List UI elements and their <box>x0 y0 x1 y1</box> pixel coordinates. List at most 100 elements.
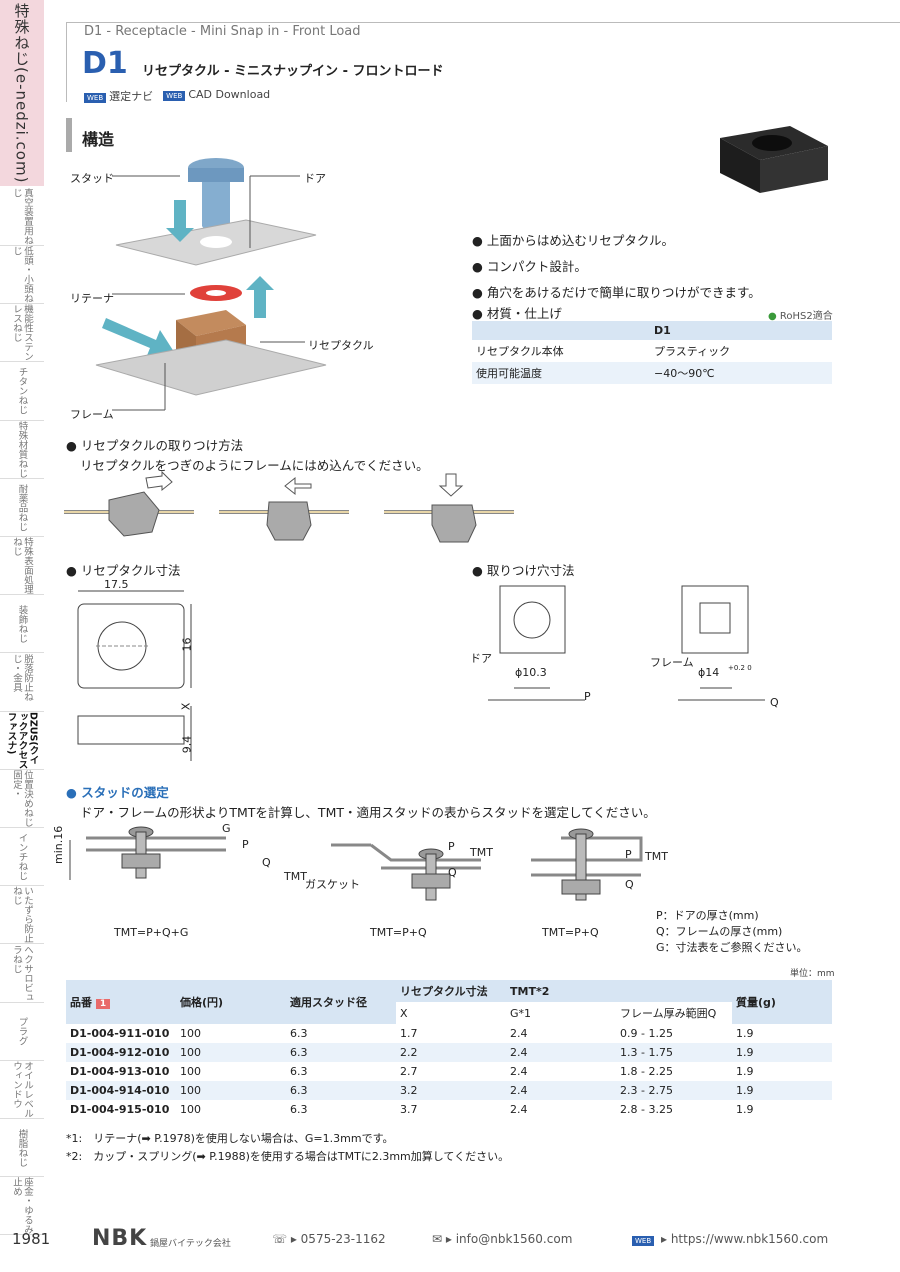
formula-2: TMT=P+Q <box>370 926 427 939</box>
door-hole-diameter: ϕ10.3 <box>515 666 547 679</box>
q-label-3: Q <box>625 878 634 891</box>
footnote-1: *1: リテーナ(➡ P.1978)を使用しない場合は、G=1.3mmです。 <box>66 1132 394 1145</box>
frame-label: フレーム <box>70 408 114 421</box>
mounting-title: ● リセプタクルの取りつけ方法 <box>66 438 244 453</box>
sidebar-item[interactable]: 特殊表面処理ねじ <box>0 537 44 596</box>
feature-item: ● 上面からはめ込むリセプタクル。 <box>472 233 675 248</box>
stud-selection-desc: ドア・フレームの形状よりTMTを計算し、TMT・適用スタッドの表からスタッドを選… <box>80 805 656 820</box>
q-label-2: Q <box>448 866 457 879</box>
sidebar-item[interactable]: 位置決めねじ固定・ <box>0 770 44 828</box>
tmt-label-3: TMT <box>645 850 668 863</box>
mail-icon: ✉ <box>432 1232 443 1246</box>
q-label-1: Q <box>262 856 271 869</box>
feature-list: ● 上面からはめ込むリセプタクル。 ● コンパクト設計。 ● 角穴をあけるだけで… <box>472 230 761 301</box>
company-name: 鍋屋バイテック会社 <box>150 1239 231 1249</box>
header-rule <box>66 22 67 102</box>
page-title: リセプタクル - ミニスナップイン - フロントロード <box>142 64 444 79</box>
frame-q-label: Q <box>770 696 779 709</box>
leader-lines <box>112 175 305 411</box>
frame-hole-diameter: ϕ14 <box>698 666 720 679</box>
formula-1: TMT=P+Q+G <box>114 926 189 939</box>
door-label: ドア <box>304 172 326 185</box>
nbk-logo: NBK <box>92 1226 148 1251</box>
dim-height2: 9.4 <box>180 735 194 754</box>
phone-contact[interactable]: ☏ ▸ 0575-23-1162 <box>272 1232 386 1246</box>
sidebar-item[interactable]: 低頭・小頭ねじ <box>0 246 44 305</box>
tmt-label-2: TMT <box>470 846 493 859</box>
sidebar-item[interactable]: ヘクサロビュラねじ <box>0 945 44 1003</box>
dims-title: ● リセプタクル寸法 <box>66 563 181 578</box>
p-label-3: P <box>625 848 632 861</box>
stud-label: スタッド <box>70 172 114 185</box>
stud-selection-title: ● スタッドの選定 <box>66 785 169 800</box>
structure-diagram <box>95 158 327 396</box>
footnote-2: *2: カップ・スプリング(➡ P.1988)を使用する場合はTMTに2.3mm… <box>66 1150 510 1163</box>
door-p-label: P <box>584 690 591 703</box>
sidebar-item[interactable]: 耐薬品ねじ <box>0 479 44 537</box>
pq-legend: P：ドアの厚さ(mm) Q：フレームの厚さ(mm) G：寸法表をご参照ください。 <box>656 909 808 954</box>
g-label: G <box>222 822 231 835</box>
page-number: 1981 <box>12 1230 51 1248</box>
frame-hole-drawing <box>678 585 765 701</box>
formula-3: TMT=P+Q <box>542 926 599 939</box>
product-photo <box>720 126 828 193</box>
door-hole-drawing <box>488 585 585 701</box>
leaf-icon: ● <box>768 311 777 322</box>
feature-item: ● コンパクト設計。 <box>472 259 587 274</box>
sidebar-item[interactable]: プラグ <box>0 1003 44 1061</box>
section-marker <box>66 118 72 152</box>
sidebar-item[interactable]: 機能性ステンレスねじ <box>0 304 44 363</box>
website-link[interactable]: WEB ▸ https://www.nbk1560.com <box>632 1232 828 1246</box>
sidebar-item[interactable]: インチねじ <box>0 828 44 887</box>
header-rule-top <box>66 22 900 23</box>
receptacle-dimension-drawing <box>77 590 192 761</box>
sidebar-item[interactable]: チタンねじ <box>0 363 44 421</box>
p-label-2: P <box>448 840 455 853</box>
mounting-steps-diagram <box>64 470 514 543</box>
stud-selection-diagrams <box>69 826 643 901</box>
sidebar-item[interactable]: 真空装置用ねじ <box>0 188 44 246</box>
material-table: D1 リセプタクル本体プラスティック 使用可能温度−40〜90℃ <box>472 321 832 384</box>
hole-title: ● 取りつけ穴寸法 <box>472 563 575 578</box>
gasket-label: ガスケット <box>305 878 360 891</box>
sidebar-item[interactable]: 座金・ゆるみ止め <box>0 1177 44 1236</box>
sidebar-item[interactable]: DZUS(クイックアクセスファスナ) <box>0 711 44 770</box>
frame-hole-label: フレーム <box>650 656 694 669</box>
dim-x: X <box>179 702 193 711</box>
breadcrumb: D1 - Receptacle - Mini Snap in - Front L… <box>84 24 361 39</box>
unit-label: 単位：mm <box>790 969 835 979</box>
email-contact[interactable]: ✉ ▸ info@nbk1560.com <box>432 1232 573 1246</box>
receptacle-label: リセプタクル <box>308 339 374 352</box>
dim-height: 16 <box>180 637 194 652</box>
sidebar-category-main[interactable]: 特殊ねじ(e-nedzi.com) <box>0 0 44 186</box>
frame-hole-tolerance: +0.2 0 <box>728 664 752 672</box>
phone-icon: ☏ <box>272 1232 288 1246</box>
sidebar-item[interactable]: いたずら防止ねじ <box>0 886 44 945</box>
tmt-label-1: TMT <box>284 870 307 883</box>
col-part: 品番 1 <box>66 980 176 1024</box>
sidebar-item[interactable]: 樹脂ねじ <box>0 1119 44 1178</box>
web-icon: WEB <box>632 1236 655 1246</box>
sidebar-item[interactable]: 特殊材質ねじ <box>0 421 44 479</box>
door-hole-label: ドア <box>470 652 492 665</box>
mounting-desc: リセプタクルをつぎのようにフレームにはめ込んでください。 <box>80 458 429 473</box>
material-title: ● 材質・仕上げ <box>472 306 562 321</box>
min-16-label: min.16 <box>52 825 65 864</box>
sidebar-item[interactable]: 装飾ねじ <box>0 595 44 654</box>
retainer-label: リテーナ <box>70 292 114 305</box>
part-table: 品番 1 価格(円) 適用スタッド径 リセプタクル寸法 TMT*2 質量(g) … <box>66 980 832 1119</box>
product-code: D1 <box>82 46 128 81</box>
feature-item: ● 角穴をあけるだけで簡単に取りつけができます。 <box>472 285 761 300</box>
sidebar-item[interactable]: 脱落防止ねじ・金具 <box>0 654 44 712</box>
structure-title: 構造 <box>82 130 115 149</box>
p-label-1: P <box>242 838 249 851</box>
sidebar-item[interactable]: オイルレベルウィンドウ <box>0 1061 44 1119</box>
